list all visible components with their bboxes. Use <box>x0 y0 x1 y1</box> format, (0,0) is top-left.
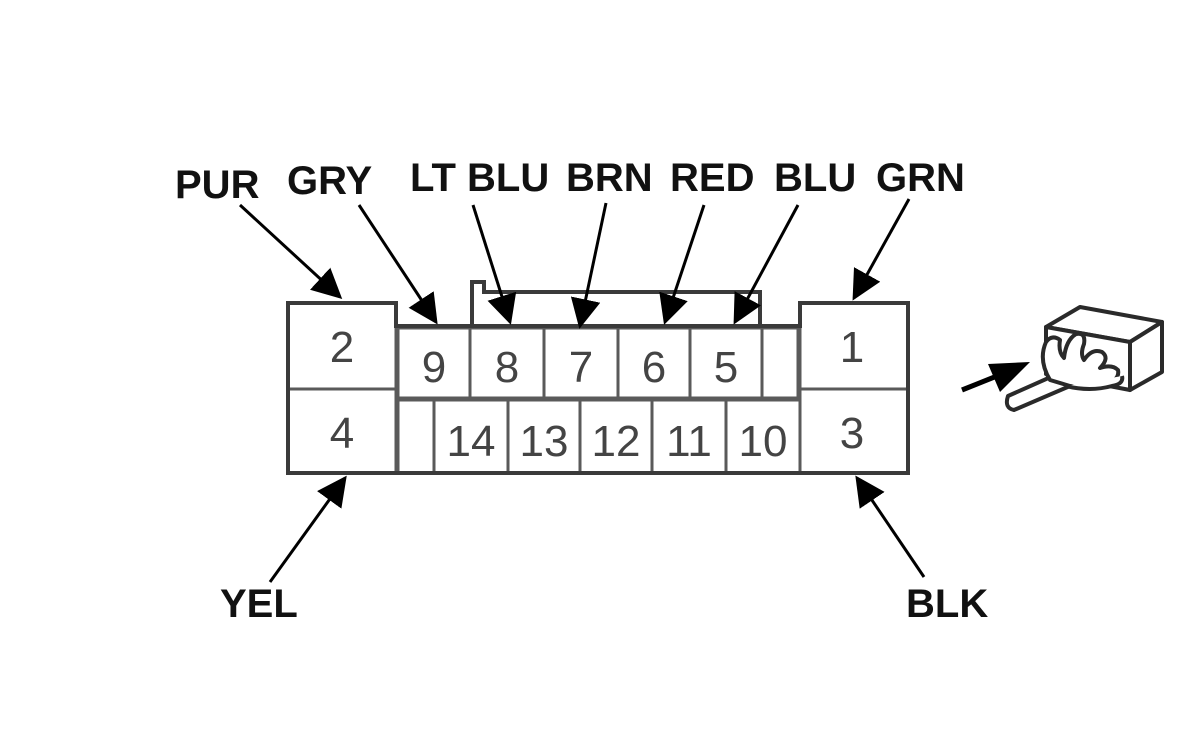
wire-label-gry: GRY <box>287 159 373 203</box>
pin-cell-12 <box>578 398 654 475</box>
pin-6: 6 <box>642 343 666 392</box>
cell-blank-lower <box>396 398 436 475</box>
wire-label-blk: BLK <box>906 582 988 626</box>
cell-blank-upper <box>760 326 800 400</box>
hand-finger-lower <box>1065 375 1125 391</box>
insertion-arrow-icon <box>961 362 1030 393</box>
pin-8: 8 <box>495 343 519 392</box>
leader-brn <box>570 202 608 329</box>
pin-10: 10 <box>739 417 788 466</box>
wire-label-lt-blu: LT BLU <box>410 156 549 200</box>
leader-blk <box>855 475 926 578</box>
pin-13: 13 <box>520 417 569 466</box>
wire-label-blu: BLU <box>774 156 856 200</box>
connector-body <box>286 280 910 475</box>
connector-block-side <box>1128 320 1164 392</box>
pin-7: 7 <box>569 343 593 392</box>
hand-holding-connector-icon <box>1004 305 1164 412</box>
leader-blu <box>733 204 800 325</box>
leader-red <box>659 204 706 325</box>
pin-numbers: 2 4 1 3 9 8 7 6 5 14 13 12 11 10 <box>330 323 864 466</box>
connector-latch <box>470 280 762 326</box>
pin-2: 2 <box>330 323 354 372</box>
leader-arrows <box>238 198 926 583</box>
pin-4: 4 <box>330 409 354 458</box>
pin-12: 12 <box>592 417 641 466</box>
leader-pur <box>238 203 343 300</box>
leader-grn <box>852 198 911 301</box>
pin-11: 11 <box>666 417 712 466</box>
pin-3: 3 <box>840 409 864 458</box>
hand-palm <box>1040 331 1121 390</box>
wire-label-pur: PUR <box>175 163 260 207</box>
leader-lt-blu <box>471 204 517 325</box>
pin-5: 5 <box>714 343 738 392</box>
pin-9: 9 <box>422 343 446 392</box>
wire-label-grn: GRN <box>876 156 965 200</box>
pin-cell-11 <box>650 398 728 475</box>
wire-label-brn: BRN <box>566 156 653 200</box>
wire-label-yel: YEL <box>220 582 298 626</box>
pin-14: 14 <box>447 417 496 466</box>
pin-1: 1 <box>840 323 864 372</box>
wire-label-red: RED <box>670 156 754 200</box>
leader-gry <box>357 204 438 325</box>
leader-yel <box>268 475 347 583</box>
connector-outline <box>286 301 910 475</box>
wire-labels: PUR GRY LT BLU BRN RED BLU GRN YEL BLK <box>175 156 988 626</box>
pin-cell-5 <box>688 326 764 400</box>
insertion-arrow-head <box>988 362 1030 392</box>
